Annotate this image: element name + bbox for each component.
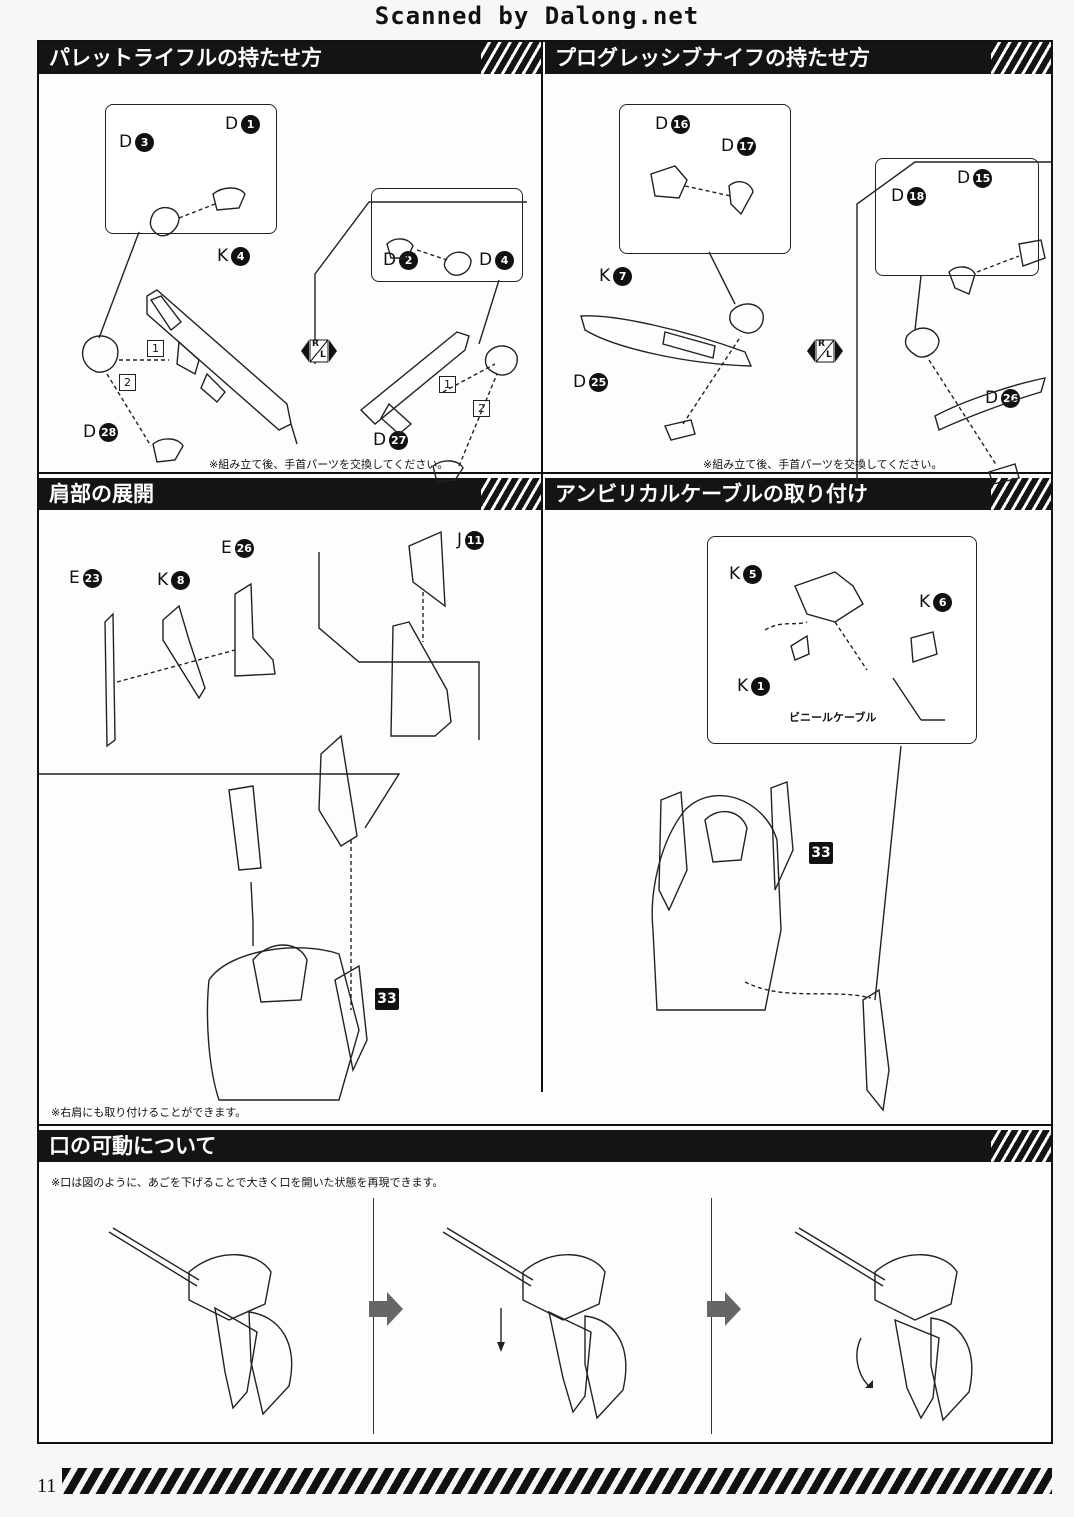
shoulder-illustration [39,530,480,1101]
hand-detail-box-right [875,158,1039,276]
r-l-indicator: R L [807,339,843,363]
pallet-rifle-illustration [81,187,527,483]
umbilical-illustration [651,571,945,1112]
section-header-shoulder: 肩部の展開 [39,478,541,510]
section-header-mouth: 口の可動について [39,1130,1051,1162]
section-title: 肩部の展開 [49,482,154,506]
footer-stripes [62,1468,1052,1494]
row-divider [39,472,1051,474]
step-badge-33: 33 [375,988,399,1010]
mouth-note: ※口は図のように、あごを下げることで大きく口を開いた状態を再現できます。 [51,1176,444,1189]
step-badge-33: 33 [809,842,833,864]
section-title: 口の可動について [49,1134,217,1158]
next-step-arrow [369,1292,403,1326]
section-header-pallet-rifle: パレットライフルの持たせ方 [39,42,541,74]
section-header-prog-knife: プログレッシブナイフの持たせ方 [545,42,1051,74]
step-marker: 2 [119,374,136,391]
next-step-arrow [707,1292,741,1326]
vinyl-cable-label: ビニールケーブル [789,711,877,724]
section-title: アンビリカルケーブルの取り付け [555,482,868,506]
column-divider [541,42,543,1092]
section-title: プログレッシブナイフの持たせ方 [555,46,870,70]
rifle-note: ※組み立て後、手首パーツを交換してください。 [209,458,449,471]
knife-note: ※組み立て後、手首パーツを交換してください。 [703,458,943,471]
step-marker: 1 [147,340,164,357]
section-header-umbilical: アンビリカルケーブルの取り付け [545,478,1051,510]
step-marker: 2 [473,400,490,417]
hand-detail-box [619,104,791,254]
mouth-illustration [108,1227,973,1422]
prog-knife-illustration [580,161,1051,485]
shoulder-note: ※右肩にも取り付けることができます。 [51,1106,247,1119]
page-number: 11 [37,1475,57,1497]
watermark: Scanned by Dalong.net [374,2,700,30]
instruction-page: パレットライフルの持たせ方 プログレッシブナイフの持たせ方 肩部の展開 アンビリ… [37,40,1053,1444]
row-divider [39,1124,1051,1126]
r-l-indicator: R L [301,339,337,363]
section-title: パレットライフルの持たせ方 [49,46,322,70]
